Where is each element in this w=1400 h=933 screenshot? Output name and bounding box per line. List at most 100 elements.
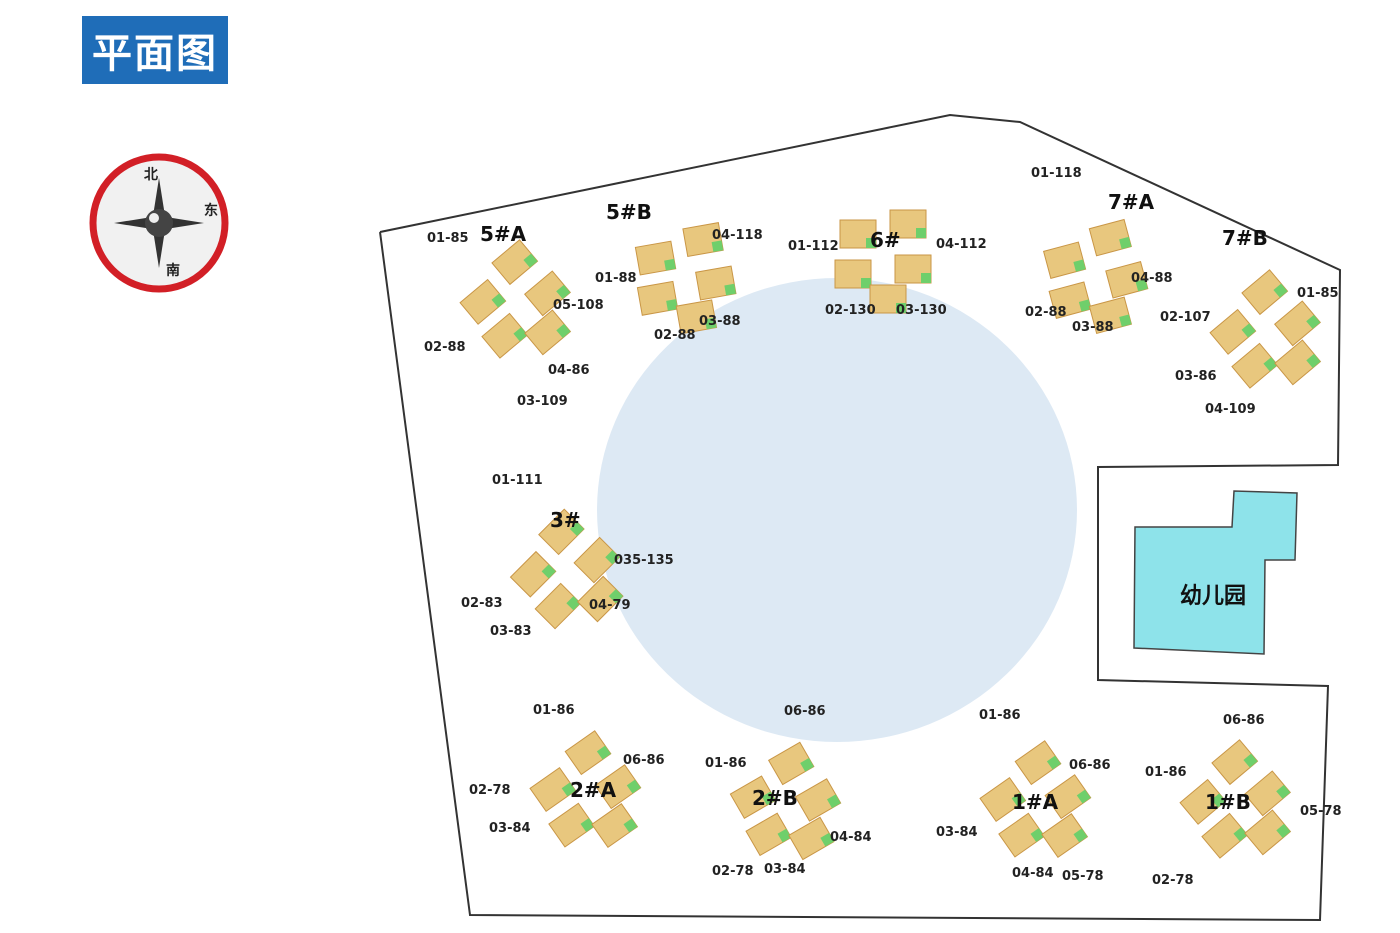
unit-footprint	[534, 582, 582, 630]
unit-footprint	[1274, 300, 1321, 347]
unit-footprint	[1211, 739, 1259, 786]
unit-footprint	[979, 777, 1027, 823]
unit-footprint	[529, 767, 577, 813]
unit-label: 03-84	[489, 821, 531, 836]
unit-label: 04-112	[936, 237, 987, 252]
balcony	[1073, 828, 1088, 843]
unit-label: 03-130	[896, 303, 947, 318]
unit-label: 02-130	[825, 303, 876, 318]
building-2b-label: 2#B	[752, 786, 798, 810]
unit-footprint	[998, 812, 1046, 858]
unit-label: 03-109	[517, 394, 568, 409]
unit-label: 01-86	[705, 756, 747, 771]
unit-footprint	[524, 270, 571, 317]
balcony	[623, 818, 638, 833]
unit-label: 06-86	[1223, 713, 1265, 728]
balcony	[916, 228, 926, 238]
building-cluster	[1179, 739, 1292, 859]
balcony	[1276, 823, 1291, 838]
balcony	[1030, 828, 1045, 843]
unit-label: 01-86	[1145, 765, 1187, 780]
unit-footprint	[1041, 813, 1089, 859]
central-lake	[597, 278, 1077, 742]
balcony	[580, 818, 595, 833]
unit-footprint	[745, 812, 792, 857]
unit-label: 01-85	[427, 231, 469, 246]
balcony	[556, 284, 571, 299]
unit-footprint	[591, 803, 639, 849]
balcony	[820, 832, 835, 847]
unit-label: 01-112	[788, 239, 839, 254]
unit-label: 03-84	[764, 862, 806, 877]
balcony	[664, 258, 676, 271]
page-title: 平面图	[82, 16, 228, 84]
unit-label: 05-108	[553, 298, 604, 313]
unit-footprint	[1048, 281, 1092, 319]
balcony	[761, 791, 776, 806]
building-cluster	[729, 741, 842, 861]
balcony	[1243, 753, 1258, 768]
building-6-label: 6#	[870, 228, 901, 252]
building-7b-label: 7#B	[1222, 226, 1268, 250]
unit-footprint	[564, 730, 612, 776]
unit-footprint	[1088, 218, 1132, 257]
building-cluster	[459, 239, 572, 359]
unit-label: 01-86	[979, 708, 1021, 723]
unit-footprint	[573, 536, 621, 584]
unit-footprint	[767, 741, 815, 786]
unit-footprint	[1231, 342, 1279, 389]
balcony	[513, 327, 528, 342]
balcony	[866, 238, 876, 248]
building-3-label: 3#	[550, 508, 581, 532]
unit-footprint	[1209, 308, 1257, 355]
balcony	[1306, 353, 1321, 368]
unit-footprint	[1201, 812, 1249, 859]
unit-label: 02-78	[469, 783, 511, 798]
balcony	[1306, 314, 1321, 329]
north-label: 北	[144, 167, 158, 183]
building-1b-label: 1#B	[1205, 790, 1251, 814]
unit-footprint	[524, 309, 572, 356]
unit-footprint	[1088, 296, 1133, 335]
unit-label: 03-88	[1072, 320, 1114, 335]
balcony	[861, 278, 871, 288]
unit-footprint	[1244, 770, 1291, 817]
balcony	[1273, 283, 1288, 298]
building-footprints	[459, 209, 1322, 861]
balcony	[1073, 259, 1086, 272]
unit-label: 04-84	[1012, 866, 1054, 881]
balcony	[523, 253, 538, 268]
unit-label: 03-88	[699, 314, 741, 329]
balcony	[666, 299, 678, 311]
compass-icon: 北 东 南	[86, 150, 232, 296]
unit-footprint	[889, 209, 927, 239]
unit-label: 01-118	[1031, 166, 1082, 181]
building-cluster	[1042, 218, 1149, 335]
unit-label: 02-88	[654, 328, 696, 343]
unit-footprint	[459, 278, 507, 325]
unit-footprint	[729, 775, 777, 819]
unit-footprint	[794, 778, 842, 822]
unit-footprint	[695, 265, 737, 301]
balcony	[777, 828, 792, 843]
balcony	[704, 317, 717, 330]
building-cluster	[979, 740, 1092, 859]
balcony	[827, 794, 841, 809]
unit-label: 03-84	[936, 825, 978, 840]
balcony	[1011, 792, 1026, 807]
balcony	[1263, 357, 1278, 372]
unit-footprint	[1014, 740, 1062, 786]
unit-label: 04-79	[589, 598, 631, 613]
unit-footprint	[481, 312, 529, 359]
unit-label: 02-88	[424, 340, 466, 355]
balcony	[1046, 755, 1061, 770]
balcony	[556, 323, 571, 338]
balcony	[1233, 827, 1248, 842]
kindergarten-area	[1133, 490, 1298, 655]
unit-label: 02-83	[461, 596, 503, 611]
unit-label: 04-88	[1131, 271, 1173, 286]
building-cluster	[509, 508, 624, 630]
balcony	[1276, 784, 1291, 799]
south-label: 南	[166, 263, 180, 279]
